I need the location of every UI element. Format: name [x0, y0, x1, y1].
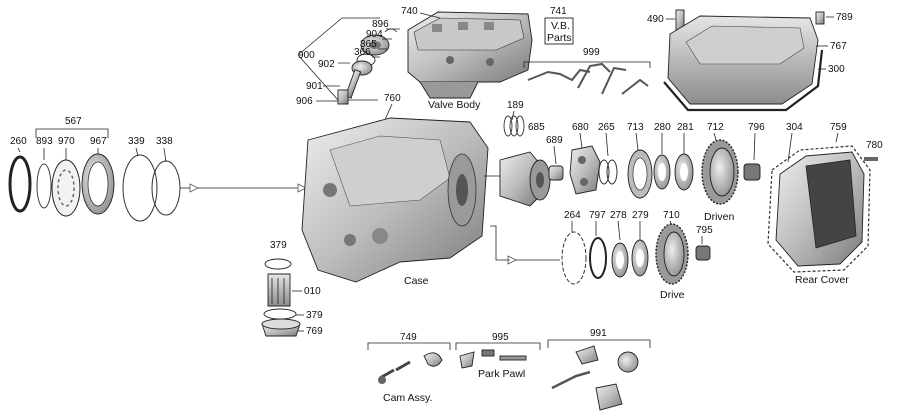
label-680: 680	[572, 122, 589, 133]
label-379-top: 379	[270, 240, 287, 251]
pan-gasket-300	[663, 49, 824, 112]
part-991-group: 991	[547, 328, 651, 411]
label-338: 338	[156, 136, 173, 147]
label-896: 896	[372, 19, 389, 30]
caption-cam-assy: Cam Assy.	[383, 392, 432, 404]
label-995: 995	[492, 332, 509, 343]
filter-010	[267, 273, 291, 307]
upper-rear-parts: 189 685 689 680 265 713 280 281 712	[499, 100, 765, 223]
label-900: 900	[298, 50, 315, 61]
label-712: 712	[707, 122, 724, 133]
caption-case: Case	[404, 275, 429, 287]
oil-pan-group: 490 789 767 300	[647, 9, 853, 112]
label-260: 260	[10, 136, 27, 147]
bushing-689	[548, 165, 564, 181]
label-904: 904	[366, 29, 383, 40]
label-797: 797	[589, 210, 606, 221]
label-902: 902	[318, 59, 335, 70]
caption-vb-parts-1: V.B.	[551, 20, 570, 32]
label-967: 967	[90, 136, 107, 147]
rear-cover-gasket-304	[767, 145, 871, 273]
label-339: 339	[128, 136, 145, 147]
rear-cover-group: 304 759 780 Rear Cover	[767, 122, 883, 286]
label-906: 906	[296, 96, 313, 107]
springs-999-group: 999	[523, 47, 651, 95]
label-749: 749	[400, 332, 417, 343]
nut-796	[743, 163, 761, 181]
valve-body-group: 896 904 365 366 900 902 901 906 740 Valv…	[296, 6, 574, 111]
label-741: 741	[550, 6, 567, 17]
label-189: 189	[507, 100, 524, 111]
caption-valve-body: Valve Body	[428, 99, 481, 111]
label-567: 567	[65, 116, 82, 127]
case-to-264-line	[490, 225, 510, 261]
planetary-680	[569, 145, 601, 195]
transmission-case-group: 760 Case	[301, 93, 489, 287]
bracket-900	[297, 17, 380, 101]
label-280: 280	[654, 122, 671, 133]
label-300: 300	[828, 64, 845, 75]
label-970: 970	[58, 136, 75, 147]
caption-vb-parts-2: Parts	[547, 32, 572, 44]
label-379-bottom: 379	[306, 310, 323, 321]
plug-789	[815, 11, 825, 25]
label-991: 991	[590, 328, 607, 339]
label-365: 365	[360, 39, 377, 50]
bolt-780	[864, 157, 878, 161]
label-264: 264	[564, 210, 581, 221]
label-759: 759	[830, 122, 847, 133]
label-265: 265	[598, 122, 615, 133]
label-689: 689	[546, 135, 563, 146]
vb-parts-box	[544, 17, 574, 45]
caption-rear-cover: Rear Cover	[795, 274, 849, 286]
cam-assembly-group: 749 Cam Assy.	[367, 332, 451, 404]
caption-park-pawl: Park Pawl	[478, 368, 525, 380]
label-795: 795	[696, 225, 713, 236]
front-seals-group: 567 260 893 970 967 339 338	[8, 116, 307, 222]
lower-rear-parts: 264 797 278 279 710 Drive 795	[561, 210, 713, 301]
label-366: 366	[354, 47, 371, 58]
label-281: 281	[677, 122, 694, 133]
label-713: 713	[627, 122, 644, 133]
label-789: 789	[836, 12, 853, 23]
label-710: 710	[663, 210, 680, 221]
label-740: 740	[401, 6, 418, 17]
label-796: 796	[748, 122, 765, 133]
park-pawl-group: 995 Park Pawl	[455, 332, 541, 380]
filter-group: 379 010 379 769	[261, 240, 323, 337]
caption-drive: Drive	[660, 289, 685, 301]
label-685: 685	[528, 122, 545, 133]
label-279: 279	[632, 210, 649, 221]
label-901: 901	[306, 81, 323, 92]
label-999: 999	[583, 47, 600, 58]
valve-body-illustration	[407, 11, 533, 99]
caption-driven: Driven	[704, 211, 735, 223]
solenoid-stack-illustration	[337, 28, 398, 105]
nut-795	[695, 245, 711, 261]
label-769: 769	[306, 326, 323, 337]
label-767: 767	[830, 41, 847, 52]
label-278: 278	[610, 210, 627, 221]
label-010: 010	[304, 286, 321, 297]
label-490: 490	[647, 14, 664, 25]
label-304: 304	[786, 122, 803, 133]
label-760: 760	[384, 93, 401, 104]
label-780: 780	[866, 140, 883, 151]
label-893: 893	[36, 136, 53, 147]
